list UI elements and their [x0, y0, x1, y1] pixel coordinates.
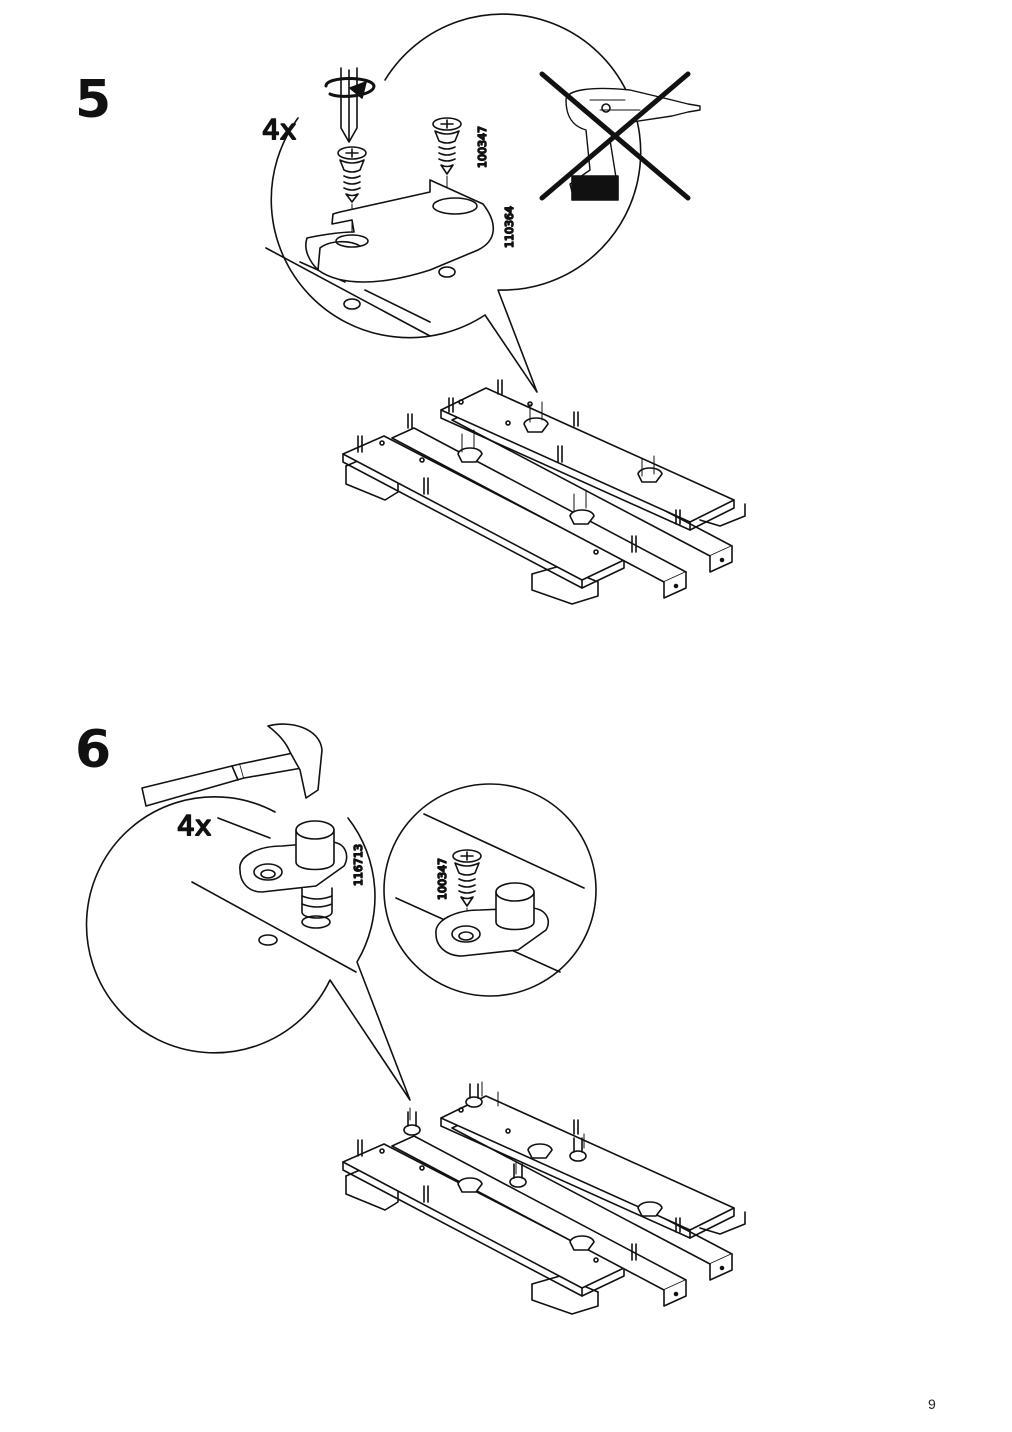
- step-6-number: 6: [75, 720, 112, 780]
- glide-icon: [435, 882, 550, 957]
- step-6-detail-bubble-right: [383, 783, 597, 997]
- page-number: 9: [928, 1396, 936, 1412]
- screw-icon: [337, 146, 367, 233]
- step-5-quantity: 4x: [262, 113, 296, 146]
- part-code-100347: 100347: [436, 858, 449, 900]
- glide-icon: [239, 820, 348, 946]
- power-drill-icon: [565, 87, 701, 201]
- step-5-frame: [342, 379, 746, 605]
- screw-icon: [432, 117, 462, 209]
- prohibited-cross-icon: [539, 71, 691, 201]
- part-code-110364: 110364: [503, 206, 516, 248]
- hammer-icon: [141, 723, 323, 807]
- step-5-number: 5: [75, 70, 112, 130]
- part-code-116713: 116713: [352, 844, 365, 886]
- screwdriver-icon: [324, 67, 376, 143]
- step-6-detail-bubble-left: [85, 796, 411, 1101]
- part-code-100347: 100347: [476, 126, 489, 168]
- bracket-icon: [305, 179, 495, 310]
- step-6-quantity: 4x: [177, 809, 211, 842]
- step-6-frame: [342, 1081, 746, 1315]
